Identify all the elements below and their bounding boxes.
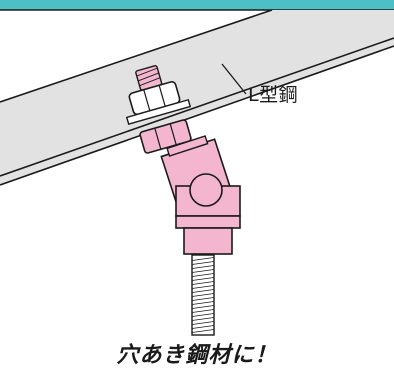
- rod-thread: [191, 277, 215, 281]
- pivot-pin: [189, 173, 223, 207]
- swivel-fitting: [160, 135, 241, 255]
- rod-thread: [191, 289, 215, 293]
- caption: 穴あき鋼材に！: [116, 343, 278, 368]
- rod-thread: [191, 313, 215, 317]
- rod-thread: [191, 325, 215, 329]
- rod-thread: [191, 305, 215, 309]
- rod-thread: [191, 281, 215, 285]
- rod-thread: [191, 297, 215, 301]
- rod-thread: [191, 261, 215, 265]
- rod-thread: [191, 321, 215, 325]
- rod-thread: [191, 293, 215, 297]
- rod-thread: [191, 285, 215, 289]
- rod-thread: [191, 309, 215, 313]
- bolt-assembly: [125, 64, 192, 154]
- rod-thread: [191, 317, 215, 321]
- l-steel-member: [0, 9, 394, 186]
- rod-thread: [191, 265, 215, 269]
- label-leader-line: [221, 63, 247, 95]
- rod-thread: [191, 329, 215, 333]
- rod-thread: [191, 301, 215, 305]
- rod-thread: [191, 273, 215, 277]
- threaded-rod: [191, 254, 215, 336]
- steel-member-label: L型鋼: [248, 84, 299, 106]
- rod-thread: [191, 269, 215, 273]
- rod-thread: [191, 257, 215, 261]
- header-bar: [0, 0, 394, 10]
